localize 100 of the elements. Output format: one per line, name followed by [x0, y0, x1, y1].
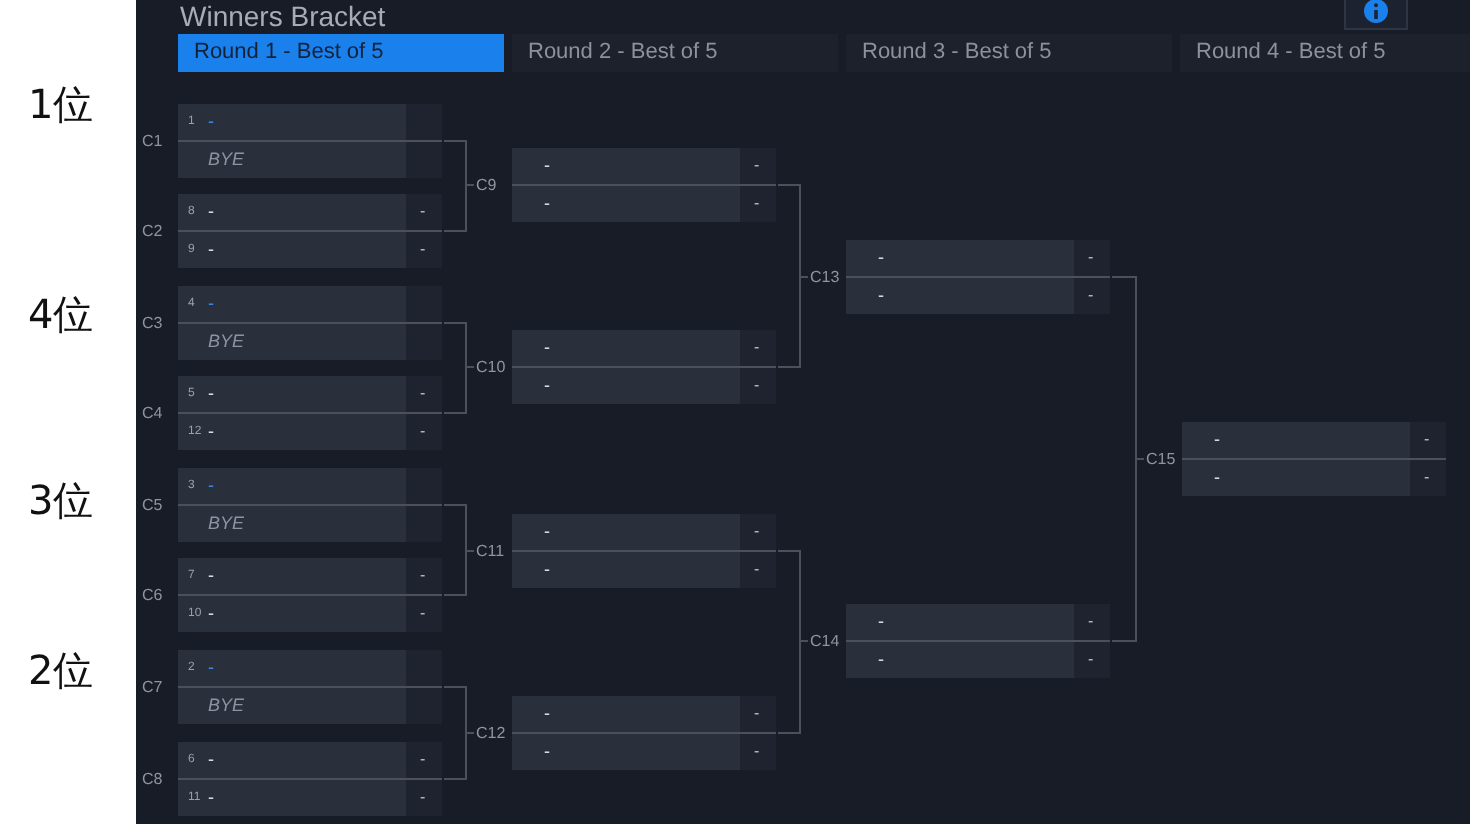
- match-label: C7: [142, 679, 163, 695]
- player-name: -: [544, 157, 550, 175]
- score-value: -: [754, 340, 760, 356]
- player-row: [178, 506, 442, 542]
- match-label: C10: [476, 359, 506, 375]
- connector-line: [443, 366, 475, 414]
- player-name: -: [208, 477, 214, 495]
- rank-label: 4位: [28, 292, 94, 336]
- player-row: [178, 142, 442, 178]
- player-row: [178, 376, 442, 412]
- match-label: C9: [476, 177, 497, 193]
- player-name: -: [544, 377, 550, 395]
- player-name: BYE: [208, 333, 245, 351]
- player-name: -: [208, 203, 214, 221]
- match-label: C1: [142, 133, 163, 149]
- round-tab: Round 1 - Best of 5: [178, 34, 504, 72]
- bracket-match: [142, 650, 442, 724]
- player-row: [512, 696, 776, 732]
- player-name: -: [878, 651, 884, 669]
- player-row: [512, 734, 776, 770]
- player-row: [178, 104, 442, 140]
- match-label: C15: [1146, 451, 1176, 467]
- player-row: [178, 468, 442, 504]
- connector-line: [1111, 458, 1145, 642]
- connector-line: [443, 732, 475, 780]
- bracket-match: [476, 696, 776, 770]
- player-row: [846, 604, 1110, 640]
- player-name: -: [544, 195, 550, 213]
- match-label: C12: [476, 725, 506, 741]
- match-label: C2: [142, 223, 163, 239]
- score-value: -: [754, 378, 760, 394]
- rank-label: 3位: [28, 478, 94, 522]
- match-label: C6: [142, 587, 163, 603]
- rank-label: 2位: [28, 648, 94, 692]
- player-row: [178, 688, 442, 724]
- player-name: BYE: [208, 151, 245, 169]
- connector-line: [777, 640, 809, 734]
- player-name: BYE: [208, 515, 245, 533]
- bracket-title: Winners Bracket: [180, 2, 386, 32]
- player-row: [846, 240, 1110, 276]
- score-value: -: [754, 744, 760, 760]
- player-name: -: [208, 789, 214, 807]
- player-name: -: [544, 339, 550, 357]
- score-value: -: [754, 196, 760, 212]
- match-label: C13: [810, 269, 840, 285]
- bracket-match: [142, 742, 442, 816]
- player-name: -: [208, 751, 214, 769]
- player-name: -: [544, 523, 550, 541]
- player-row: [178, 596, 442, 632]
- player-row: [178, 232, 442, 268]
- player-row: [512, 514, 776, 550]
- connector-line: [777, 276, 809, 368]
- player-name: -: [544, 705, 550, 723]
- bracket-match: [1146, 422, 1446, 496]
- player-name: -: [208, 423, 214, 441]
- player-name: -: [544, 743, 550, 761]
- player-name: -: [208, 605, 214, 623]
- bracket-match: [810, 604, 1110, 678]
- player-row: [1182, 422, 1446, 458]
- player-name: -: [208, 567, 214, 585]
- player-name: -: [878, 613, 884, 631]
- score-value: -: [754, 158, 760, 174]
- bracket-match: [142, 286, 442, 360]
- bracket-match: [142, 558, 442, 632]
- score-value: -: [1088, 614, 1094, 630]
- score-value: -: [1088, 652, 1094, 668]
- bracket-match: [810, 240, 1110, 314]
- player-row: [1182, 460, 1446, 496]
- match-label: C14: [810, 633, 840, 649]
- player-name: -: [208, 241, 214, 259]
- player-row: [178, 558, 442, 594]
- score-value: -: [420, 790, 426, 806]
- match-label: C4: [142, 405, 163, 421]
- match-label: C11: [476, 543, 505, 559]
- player-row: [512, 368, 776, 404]
- round-tab: Round 4 - Best of 5: [1180, 34, 1470, 72]
- player-row: [512, 330, 776, 366]
- bracket-match: [142, 104, 442, 178]
- player-name: -: [208, 659, 214, 677]
- score-value: -: [1424, 432, 1430, 448]
- score-value: -: [754, 706, 760, 722]
- score-value: -: [1088, 250, 1094, 266]
- bracket-match: [476, 330, 776, 404]
- bracket-match: [476, 514, 776, 588]
- player-name: -: [208, 295, 214, 313]
- player-row: [178, 650, 442, 686]
- score-value: -: [1424, 470, 1430, 486]
- score-value: -: [420, 568, 426, 584]
- match-label: C3: [142, 315, 163, 331]
- connector-line: [443, 184, 475, 232]
- round-tab: Round 2 - Best of 5: [512, 34, 838, 72]
- score-value: -: [420, 606, 426, 622]
- score-value: -: [420, 424, 426, 440]
- rank-label: 1位: [28, 82, 94, 126]
- player-name: BYE: [208, 697, 245, 715]
- player-name: -: [208, 113, 214, 131]
- round-tab: Round 3 - Best of 5: [846, 34, 1172, 72]
- player-name: -: [878, 287, 884, 305]
- player-row: [512, 148, 776, 184]
- player-name: -: [878, 249, 884, 267]
